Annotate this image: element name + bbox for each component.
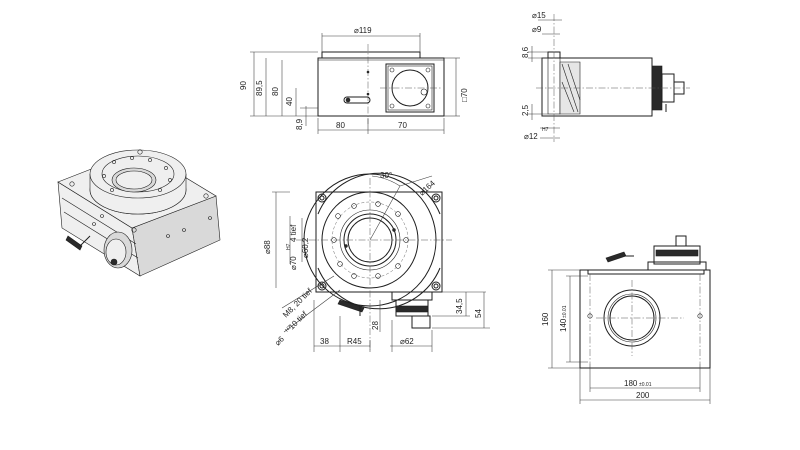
- dim-d6: ⌀6: [273, 334, 286, 347]
- dim-w38: 38: [320, 337, 329, 346]
- dim-h34-5: 34,5: [455, 298, 464, 314]
- dim-d6-tol: H7: [284, 324, 293, 333]
- dim-d12: ⌀12: [524, 132, 538, 141]
- dim-h8-6: 8,6: [521, 46, 530, 58]
- isometric-view: [57, 149, 221, 277]
- dim-h54: 54: [474, 309, 483, 318]
- dim-d70: ⌀70: [289, 256, 298, 270]
- dim-h2-5: 2,5: [521, 104, 530, 116]
- dim-w70: 70: [398, 121, 407, 130]
- dim-h160: 160: [541, 312, 550, 326]
- dim-d15: ⌀15: [532, 11, 546, 20]
- dim-d88: ⌀88: [263, 240, 272, 254]
- dim-angle-30: 30°: [380, 171, 392, 180]
- dim-d62: ⌀62: [400, 337, 414, 346]
- plan-view: [272, 172, 490, 352]
- dim-h140: 140: [559, 318, 568, 332]
- dim-h140-tol: ±0.01: [562, 305, 568, 318]
- dim-w180: 180: [624, 379, 638, 388]
- dim-d9: ⌀9: [532, 25, 542, 34]
- dim-w180-tol: ±0.01: [639, 382, 652, 388]
- dim-d60-2: ⌀60,2: [301, 237, 310, 258]
- dim-h40: 40: [285, 97, 294, 106]
- dim-d70-tol: H7: [286, 243, 292, 250]
- dim-w200: 200: [636, 391, 650, 400]
- dim-d119: ⌀119: [354, 26, 372, 35]
- dim-h28: 28: [371, 321, 380, 330]
- dim-d70-depth: 4 tief: [289, 224, 298, 242]
- dim-h90: 90: [239, 81, 248, 90]
- dim-h89-5: 89,5: [255, 80, 264, 96]
- dim-w80: 80: [336, 121, 345, 130]
- dim-sq70: □70: [460, 88, 469, 102]
- dim-r45: R45: [347, 337, 362, 346]
- dim-h80: 80: [271, 87, 280, 96]
- dim-h8-9: 8,9: [295, 118, 304, 130]
- dim-d12-tol: H7: [542, 127, 549, 133]
- rear-view: [548, 235, 711, 404]
- side-elevation-view: [528, 14, 690, 142]
- front-elevation-view: [250, 33, 460, 134]
